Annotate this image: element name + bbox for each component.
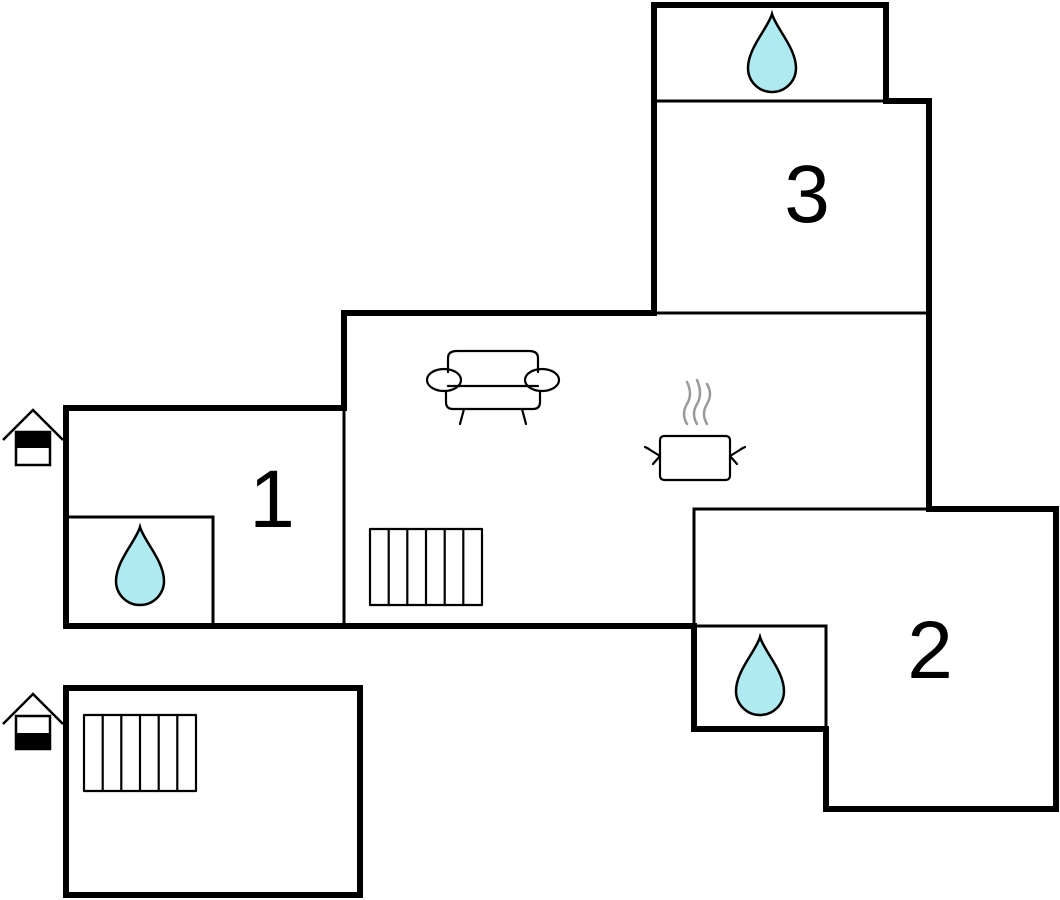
water-drop-icon (114, 525, 166, 607)
wall-bath-room1 (66, 515, 215, 626)
radiator-icon (82, 713, 198, 793)
lower-building (63, 685, 363, 898)
wall-bath-room2 (694, 624, 828, 729)
house-floor-icon (1, 408, 65, 467)
lower-building-wall (63, 685, 363, 898)
water-drop-icon (734, 635, 786, 717)
room-label-1: 1 (249, 454, 295, 545)
radiator-icon (368, 527, 484, 607)
sofa-icon (425, 349, 561, 426)
main-building (63, 2, 1059, 812)
house-floor-icon (1, 692, 65, 751)
wall-room2-living (692, 507, 929, 626)
room-label-2: 2 (907, 605, 953, 696)
room-label-3: 3 (784, 149, 830, 240)
cooking-pot-icon (643, 378, 747, 482)
water-drop-icon (746, 12, 798, 94)
